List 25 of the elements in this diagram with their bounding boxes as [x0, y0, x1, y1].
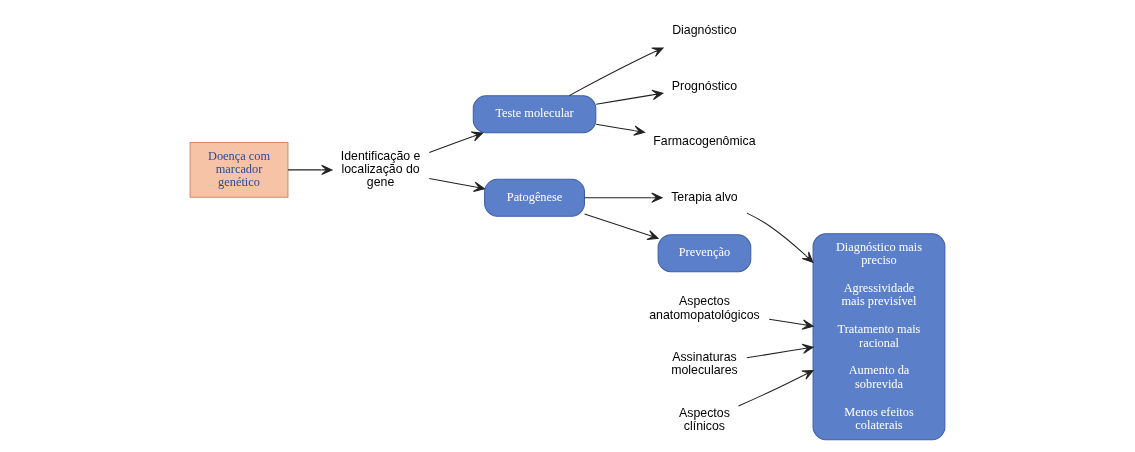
node-text: Prognóstico [671, 78, 738, 93]
node-box: Patogênese [484, 178, 585, 217]
arrow [428, 131, 484, 153]
arrow [584, 213, 659, 240]
node-text: Assinaturas moleculares [671, 349, 738, 378]
arrow [746, 212, 814, 263]
node-text: Aspectos clínicos [679, 405, 730, 433]
node-box: Prevenção [657, 234, 752, 273]
node-box: Doença com marcador genético [189, 142, 289, 198]
node-text: Terapia alvo [671, 189, 738, 204]
node-text: Identificação e localização do gene [340, 148, 421, 190]
node-text: Farmacogenômica [653, 134, 756, 149]
arrow [595, 123, 646, 136]
arrow [287, 164, 333, 176]
node-box: Teste molecular [472, 95, 597, 134]
arrow [768, 318, 814, 330]
arrow [568, 47, 664, 97]
arrow [595, 89, 664, 105]
node-box: Diagnóstico mais preciso Agressividade mais previsível Tratamento mais racional Aumento da sobrevida Menos efeitos colaterais [812, 233, 946, 441]
arrow [746, 343, 814, 359]
arrow [584, 192, 663, 203]
arrow [738, 370, 814, 407]
node-text: Aspectos anatomopatológicos [649, 294, 760, 322]
node-text: Diagnóstico [672, 23, 737, 38]
arrow [428, 178, 485, 192]
